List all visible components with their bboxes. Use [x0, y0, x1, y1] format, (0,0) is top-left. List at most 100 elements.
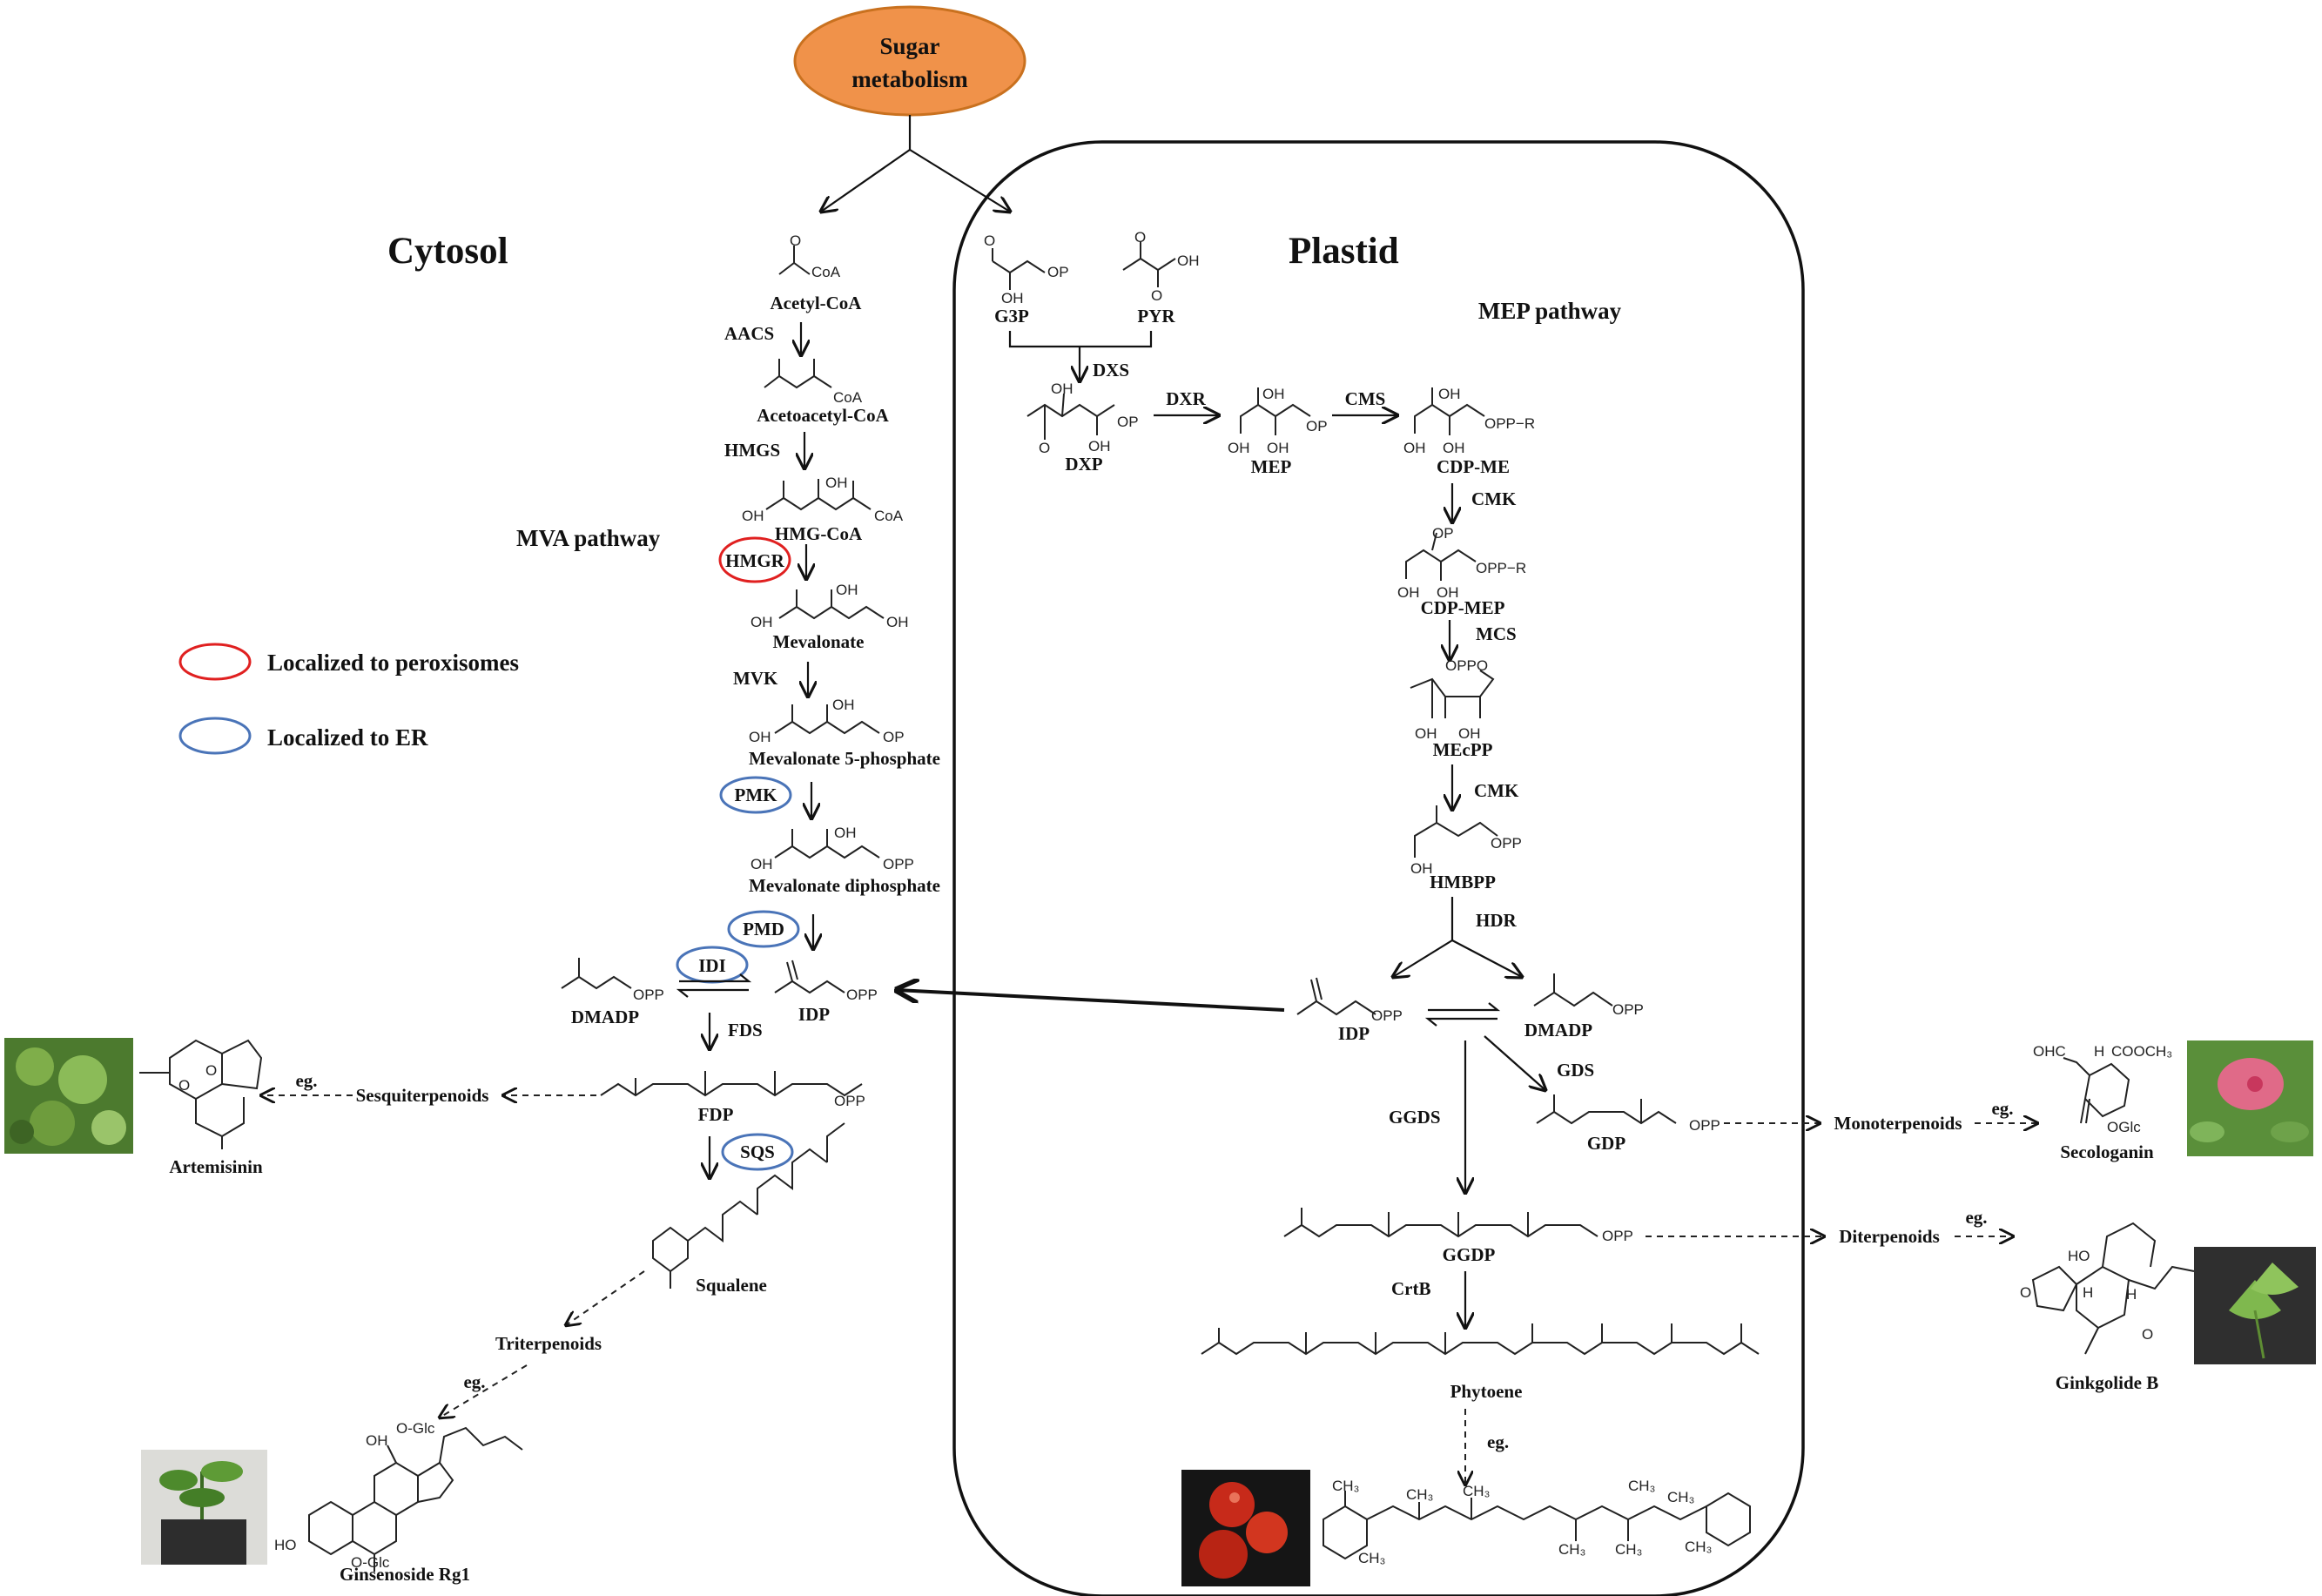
artemisia-plant-photo [4, 1038, 133, 1154]
svg-text:OPP: OPP [1689, 1117, 1720, 1134]
svg-text:OH: OH [749, 729, 771, 745]
eg-artemisinin: eg. [295, 1070, 317, 1091]
svg-text:OP: OP [1047, 264, 1069, 280]
idp-plastid-label: IDP [1338, 1023, 1370, 1044]
squalene-label: Squalene [696, 1275, 767, 1296]
arrow-to-plastid [909, 149, 1010, 212]
arrow-idp-exchange [897, 990, 1285, 1012]
svg-text:OH: OH [1267, 440, 1289, 456]
arrow-to-triterpenoids [566, 1270, 645, 1325]
enzyme-gds: GDS [1557, 1060, 1594, 1081]
svg-text:CoA: CoA [874, 508, 904, 524]
svg-text:OH: OH [1410, 860, 1433, 877]
svg-text:OH: OH [1443, 440, 1465, 456]
svg-text:OH: OH [1177, 253, 1200, 269]
sugar-metabolism-line1: Sugar [879, 33, 939, 59]
hmbpp-label: HMBPP [1430, 872, 1496, 892]
gdp-structure: OPP [1536, 1094, 1720, 1134]
svg-text:OPP: OPP [633, 987, 664, 1003]
sqs-er-marker [721, 1133, 794, 1171]
svg-text:CH₃: CH₃ [1332, 1478, 1359, 1494]
svg-text:OPP: OPP [1612, 1001, 1644, 1018]
svg-text:CoA: CoA [811, 264, 841, 280]
svg-text:OH: OH [1397, 584, 1420, 601]
mep-structure: OH OH OH OP [1228, 386, 1328, 456]
svg-text:O: O [1134, 229, 1146, 246]
plastid-label: Plastid [1289, 231, 1399, 272]
triterpenoids-label: Triterpenoids [495, 1333, 602, 1354]
pmk-er-marker [719, 776, 792, 814]
idp-cytosol-structure: OPP [774, 960, 878, 1003]
svg-text:O: O [2020, 1284, 2031, 1301]
enzyme-pmd: PMD [743, 919, 784, 939]
fdp-label: FDP [698, 1104, 734, 1125]
dxp-structure: OH OH OP O [1026, 380, 1139, 456]
fdp-structure: OPP [600, 1071, 865, 1109]
idi-forward-arrow [679, 973, 752, 983]
svg-text:CH₃: CH₃ [1558, 1541, 1585, 1558]
monoterpenoids-label: Monoterpenoids [1834, 1113, 1962, 1134]
dmadp-plastid-label: DMADP [1524, 1020, 1592, 1040]
svg-text:O: O [205, 1062, 217, 1079]
svg-text:OH: OH [1088, 438, 1111, 455]
pyr-structure: O O OH [1122, 229, 1200, 304]
enzyme-dxs: DXS [1093, 360, 1129, 380]
legend-peroxisome-marker [178, 643, 252, 681]
hmg-coa-label: HMG-CoA [775, 523, 863, 544]
svg-text:CH₃: CH₃ [1615, 1541, 1642, 1558]
secologanin-label: Secologanin [2060, 1141, 2154, 1162]
svg-text:O-Glc: O-Glc [351, 1554, 390, 1571]
idp-cytosol-label: IDP [798, 1004, 830, 1025]
hmbpp-structure: OH OPP [1410, 805, 1522, 877]
dmadp-cytosol-structure: OPP [561, 958, 664, 1003]
lycopene-structure: CH₃ CH₃ CH₃ CH₃ CH₃ CH₃ CH₃ CH₃ CH₃ [1323, 1478, 1751, 1566]
enzyme-cmk-2: CMK [1474, 780, 1519, 801]
svg-text:OH: OH [1415, 725, 1437, 742]
arrow-hdr-idp [1393, 939, 1453, 977]
ginsenoside-structure: OH O-Glc HO O-Glc [274, 1420, 523, 1572]
cdp-me-structure: OH OH OH OPP−R [1403, 386, 1535, 456]
cdp-mep-label: CDP-MEP [1421, 597, 1505, 618]
enzyme-fds: FDS [728, 1020, 763, 1040]
hmgr-peroxisome-marker [718, 536, 791, 583]
enzyme-idi: IDI [698, 955, 726, 976]
svg-text:O: O [1151, 287, 1162, 304]
svg-text:OPP: OPP [1602, 1228, 1633, 1244]
arrow-to-ginsenoside [440, 1364, 528, 1418]
enzyme-dxr: DXR [1166, 388, 1206, 409]
ggdp-structure: OPP [1283, 1208, 1633, 1244]
svg-text:COOCH₃: COOCH₃ [2111, 1043, 2172, 1060]
acetyl-coa-label: Acetyl-CoA [771, 293, 863, 313]
eg-secologanin: eg. [1991, 1098, 2013, 1119]
svg-text:OPP: OPP [883, 856, 914, 872]
legend-er-marker [178, 717, 252, 755]
svg-text:OH: OH [750, 614, 773, 630]
tomato-photo [1181, 1470, 1310, 1586]
enzyme-sqs: SQS [740, 1141, 775, 1162]
svg-text:H: H [2083, 1284, 2093, 1301]
diterpenoids-label: Diterpenoids [1839, 1226, 1940, 1247]
dmadp-plastid-structure: OPP [1533, 973, 1644, 1018]
mevpp-label: Mevalonate diphosphate [749, 875, 940, 896]
mevalonate-structure: OH OH OH [750, 582, 909, 630]
ginseng-plant-photo [141, 1450, 267, 1565]
svg-text:OH: OH [1262, 386, 1285, 402]
svg-text:O-Glc: O-Glc [396, 1420, 435, 1437]
svg-text:OHC: OHC [2033, 1043, 2066, 1060]
mep-pathway-label: MEP pathway [1478, 298, 1622, 324]
ginkgolide-structure: HO H H O O [2020, 1222, 2195, 1355]
svg-text:O: O [2142, 1326, 2153, 1343]
plastid-boundary [952, 140, 1805, 1596]
sugar-metabolism-node [793, 5, 1026, 117]
svg-text:OH: OH [1228, 440, 1250, 456]
secologanin-structure: OHC H COOCH₃ OGlc [2033, 1043, 2172, 1135]
acetoacetyl-coa-structure: CoA [764, 359, 863, 406]
enzyme-crtb: CrtB [1391, 1278, 1431, 1299]
svg-text:O: O [790, 232, 801, 249]
svg-text:OH: OH [1437, 584, 1459, 601]
legend-er-label: Localized to ER [267, 724, 428, 751]
enzyme-cms: CMS [1345, 388, 1386, 409]
sesquiterpenoids-label: Sesquiterpenoids [356, 1085, 489, 1106]
sugar-metabolism-line2: metabolism [851, 66, 968, 92]
mecpp-label: MEcPP [1433, 739, 1493, 760]
